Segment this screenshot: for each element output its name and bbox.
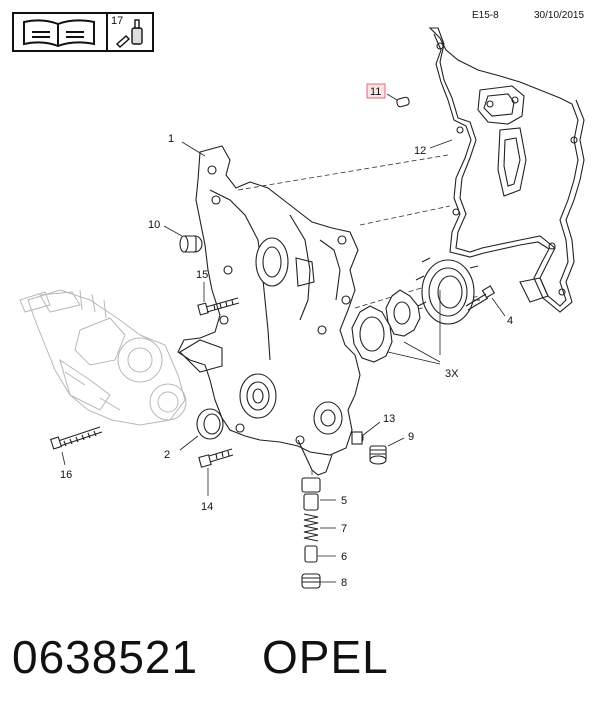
label-part-16: 16 [60,469,72,481]
part-10-plug [163,225,203,253]
part-7-spring [303,513,336,542]
part-16-bolt [49,426,103,466]
label-part-9: 9 [408,431,414,443]
tool-legend-box: 17 [12,12,154,52]
tool-bottle-icon [115,19,143,48]
part-8-plug [301,573,336,589]
part-number: 0638521 [12,631,199,683]
label-part-14: 14 [201,501,213,513]
part-6-piston [304,545,336,563]
part-11-dowel-pin [386,93,410,108]
part-15-bolt [197,282,240,316]
label-part-13: 13 [383,413,395,425]
label-part-7: 7 [341,523,347,535]
label-part-3x: 3X [445,368,459,380]
part-2-seal-ring [179,408,224,451]
label-part-5: 5 [341,495,347,507]
part-13-seal [351,421,381,445]
part-4-bolt [465,285,506,317]
label-part-12: 12 [414,145,426,157]
label-part-1: 1 [168,133,174,145]
part-5-valve-sleeve [301,477,336,511]
diagram-date: 30/10/2015 [534,10,585,21]
diagram-reference: E15-8 [472,10,499,21]
part-1-leader [181,141,206,157]
part-9-plug [369,437,405,465]
water-pump-ghost [19,289,187,426]
label-part-8: 8 [341,577,347,589]
part-11-highlight [366,83,386,99]
label-part-15: 15 [196,269,208,281]
tool-number: 17 [111,15,124,27]
manual-book-icon [23,19,95,48]
label-part-2: 2 [164,449,170,461]
part-12-gasket [428,27,585,313]
label-part-4: 4 [507,315,513,327]
brand-name: OPEL [262,631,389,683]
label-part-11: 11 [370,86,381,98]
part-12-leader [429,139,453,149]
part-14-bolt [198,448,234,496]
label-part-10: 10 [148,219,160,231]
label-part-6: 6 [341,551,347,563]
part-3x-oil-pump-set [351,257,480,365]
timing-cover-housing [177,145,361,476]
